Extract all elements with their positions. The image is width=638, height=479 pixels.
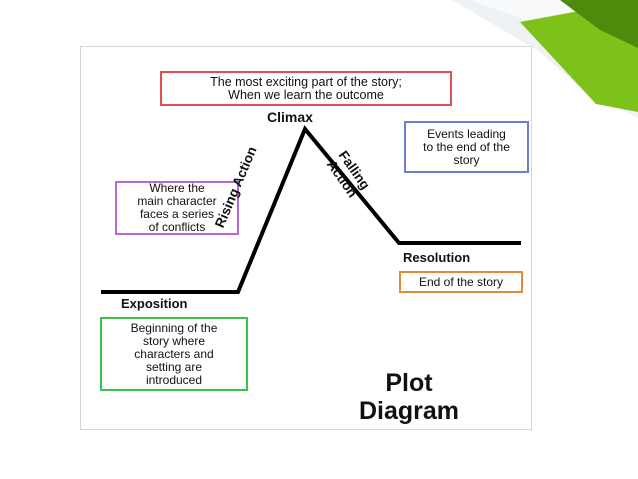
plot-line-graphic bbox=[101, 125, 521, 294]
climax-label: Climax bbox=[267, 109, 313, 125]
diagram-title: Plot Diagram bbox=[358, 369, 459, 425]
green-ribbon-dark bbox=[560, 0, 638, 48]
exposition-note-box: Beginning of the story where characters … bbox=[100, 317, 248, 391]
resolution-note-box: End of the story bbox=[399, 271, 523, 293]
plot-diagram-card: The most exciting part of the story; Whe… bbox=[80, 46, 532, 430]
falling-action-note-box: Events leading to the end of the story bbox=[404, 121, 529, 173]
green-ribbon-light bbox=[520, 0, 638, 112]
page-curl-highlight bbox=[470, 0, 600, 32]
plot-line bbox=[101, 125, 521, 294]
exposition-label: Exposition bbox=[121, 296, 188, 311]
rising-action-note-box: Where the main character faces a series … bbox=[115, 181, 239, 235]
climax-note-box: The most exciting part of the story; Whe… bbox=[160, 71, 452, 106]
resolution-label: Resolution bbox=[403, 250, 471, 265]
